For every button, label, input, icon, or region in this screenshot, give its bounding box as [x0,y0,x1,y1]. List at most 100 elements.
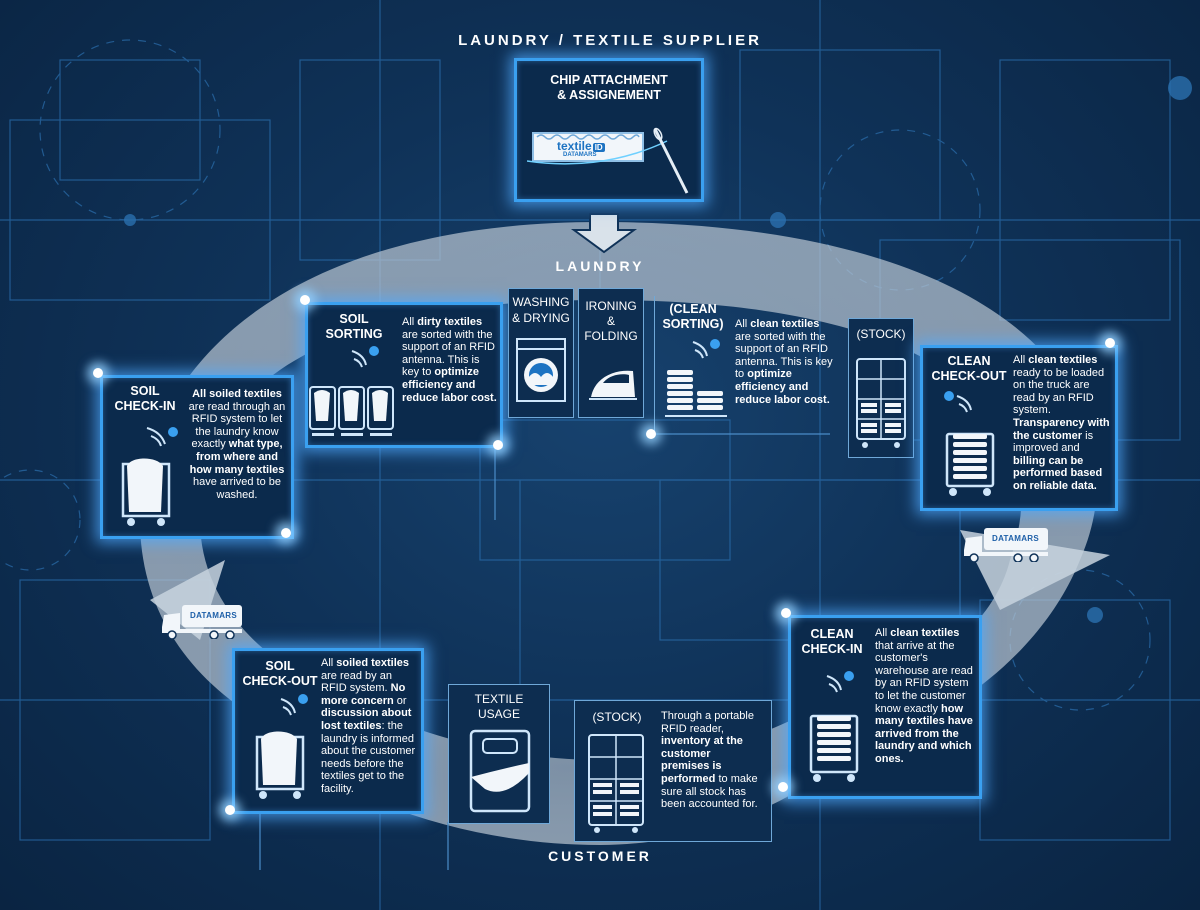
desc-run: ready to be loaded on the truck are read… [1013,366,1105,417]
glow-dot [646,429,656,439]
desc-run: discussion about lost textiles [321,707,412,732]
usage-line2: USAGE [477,707,520,721]
stock-top-label: (STOCK) [856,327,906,341]
clean-checkin-cart-icon [809,671,859,782]
soil-checkout-desc: All soiled textiles are read by an RFID … [321,657,419,796]
supplier-heading: LAUNDRY / TEXTILE SUPPLIER [458,32,762,49]
desc-run: inventory at the customer premises is pe… [661,735,743,785]
desc-run: clean textiles [750,318,820,330]
desc-run: billing can be performed based on reliab… [1013,454,1103,492]
desc-run: are read by an RFID system. [321,669,392,695]
desc-run: optimize efficiency and reduce labor cos… [735,368,830,406]
clean-cart-icon [944,391,995,496]
chip-title-line1: CHIP ATTACHMENT [550,73,668,87]
clean-checkin-box: CLEAN CHECK-IN All clean textiles that a… [788,615,982,799]
soil-sorting-title-line2: SORTING [325,327,383,341]
desc-run: dirty textiles [417,316,483,328]
stock-top-box: (STOCK) [848,318,914,458]
desc-run: to make sure all stock has been accounte… [661,772,758,811]
stock-bottom-label: (STOCK) [592,710,642,724]
desc-run: are sorted with the support of an RFID a… [402,328,495,379]
desc-run: All soiled textiles [192,388,282,400]
soil-sorting-desc: All dirty textiles are sorted with the s… [402,316,498,404]
clean-checkin-desc: All clean textiles that arrive at the cu… [875,627,975,766]
truck-right-label: DATAMARS [992,534,1039,543]
stock-bottom-box: (STOCK) Through a portable RFID reader, … [574,700,772,842]
glow-dot [281,528,291,538]
truck-right: DATAMARS [962,526,1050,563]
desc-run: No more concern [321,682,406,707]
clean-checkin-title-line2: CHECK-IN [801,642,863,656]
customer-heading: CUSTOMER [548,848,652,864]
desc-run: that arrive at the customer's warehouse … [875,639,973,715]
tag-brand-text: textile [557,139,592,153]
desc-run: All [402,316,418,328]
soil-checkin-title-line1: SOIL [130,384,160,398]
desc-run: All [321,657,337,669]
soil-checkin-desc: All soiled textiles are read through an … [187,388,287,501]
desc-run: are sorted with the support of an RFID a… [735,330,833,381]
desc-run: have arrived to be washed. [192,476,282,501]
desc-run: what type, from where and how many texti… [189,438,285,476]
glow-dot [778,782,788,792]
truck-left-icon [162,605,242,640]
desc-run: clean textiles [890,627,960,639]
stock-bottom-desc: Through a portable RFID reader, inventor… [661,710,761,811]
clean-checkout-desc: All clean textiles ready to be loaded on… [1013,354,1113,493]
glow-dot [300,295,310,305]
soil-checkout-box: SOIL CHECK-OUT All soiled textiles are r… [232,648,424,814]
clean-checkin-title-line1: CLEAN [810,627,854,641]
clean-sorting-desc: All clean textiles are sorted with the s… [735,318,835,406]
soil-checkout-title-line1: SOIL [265,659,295,673]
desc-run: All [875,627,891,639]
desc-run: Transparency with the customer [1013,416,1110,442]
sorting-bins-icon [309,346,394,436]
washing-machine-icon [516,338,566,402]
ironing-line1: IRONING [585,299,637,313]
soil-checkout-cart-icon [255,694,308,799]
textile-usage-box: TEXTILE USAGE [448,684,550,824]
washing-line2: & DRYING [512,311,570,325]
clean-sorting-title-line2: SORTING) [662,317,724,331]
bed-icon [469,729,531,813]
desc-run: All [1013,354,1029,366]
iron-icon [589,370,637,400]
shelf-stock-bottom-icon [588,734,644,833]
soil-checkout-title-line2: CHECK-OUT [242,674,318,688]
desc-run: optimize efficiency and reduce labor cos… [402,366,497,404]
clean-sorting-panel: (CLEAN SORTING) All clean textiles are s… [654,296,845,432]
truck-left-label: DATAMARS [190,611,237,620]
tag-id-badge: ID [592,143,605,152]
desc-run: is improved and [1013,429,1094,455]
washing-drying-box: WASHING & DRYING [508,288,574,418]
glow-dot [225,805,235,815]
desc-run: or [393,694,407,707]
clean-checkout-box: CLEAN CHECK-OUT All clean textiles ready… [920,345,1118,511]
desc-run: : the laundry is informed about the cust… [321,719,416,795]
ironing-line3: FOLDING [584,329,638,343]
textile-tag-icon [527,127,689,194]
usage-line1: TEXTILE [474,692,524,706]
glow-dot [493,440,503,450]
desc-run: Through a portable RFID reader, [661,710,754,735]
ironing-folding-box: IRONING & FOLDING [578,288,644,418]
clean-checkout-title-line2: CHECK-OUT [931,369,1007,383]
truck-right-icon [964,528,1048,563]
soil-sorting-box: SOIL SORTING All dirty textiles are sort… [305,302,503,448]
clean-sorting-title-line1: (CLEAN [669,302,717,316]
tag-sub-text: DATAMARS [563,152,597,158]
ironing-line2: & [606,314,615,328]
laundry-heading: LAUNDRY [555,258,645,274]
desc-run: All [735,318,751,330]
chip-title-line2: & ASSIGNEMENT [557,88,661,102]
soil-sorting-title-line1: SOIL [339,312,369,326]
desc-run: clean textiles [1028,354,1098,366]
washing-line1: WASHING [512,295,570,309]
desc-run: soiled textiles [336,657,410,669]
glow-dot [93,368,103,378]
soil-checkin-title-line2: CHECK-IN [114,399,176,413]
desc-run: how many textiles have arrived from the … [875,702,973,765]
shelf-stock-icon [856,358,906,448]
